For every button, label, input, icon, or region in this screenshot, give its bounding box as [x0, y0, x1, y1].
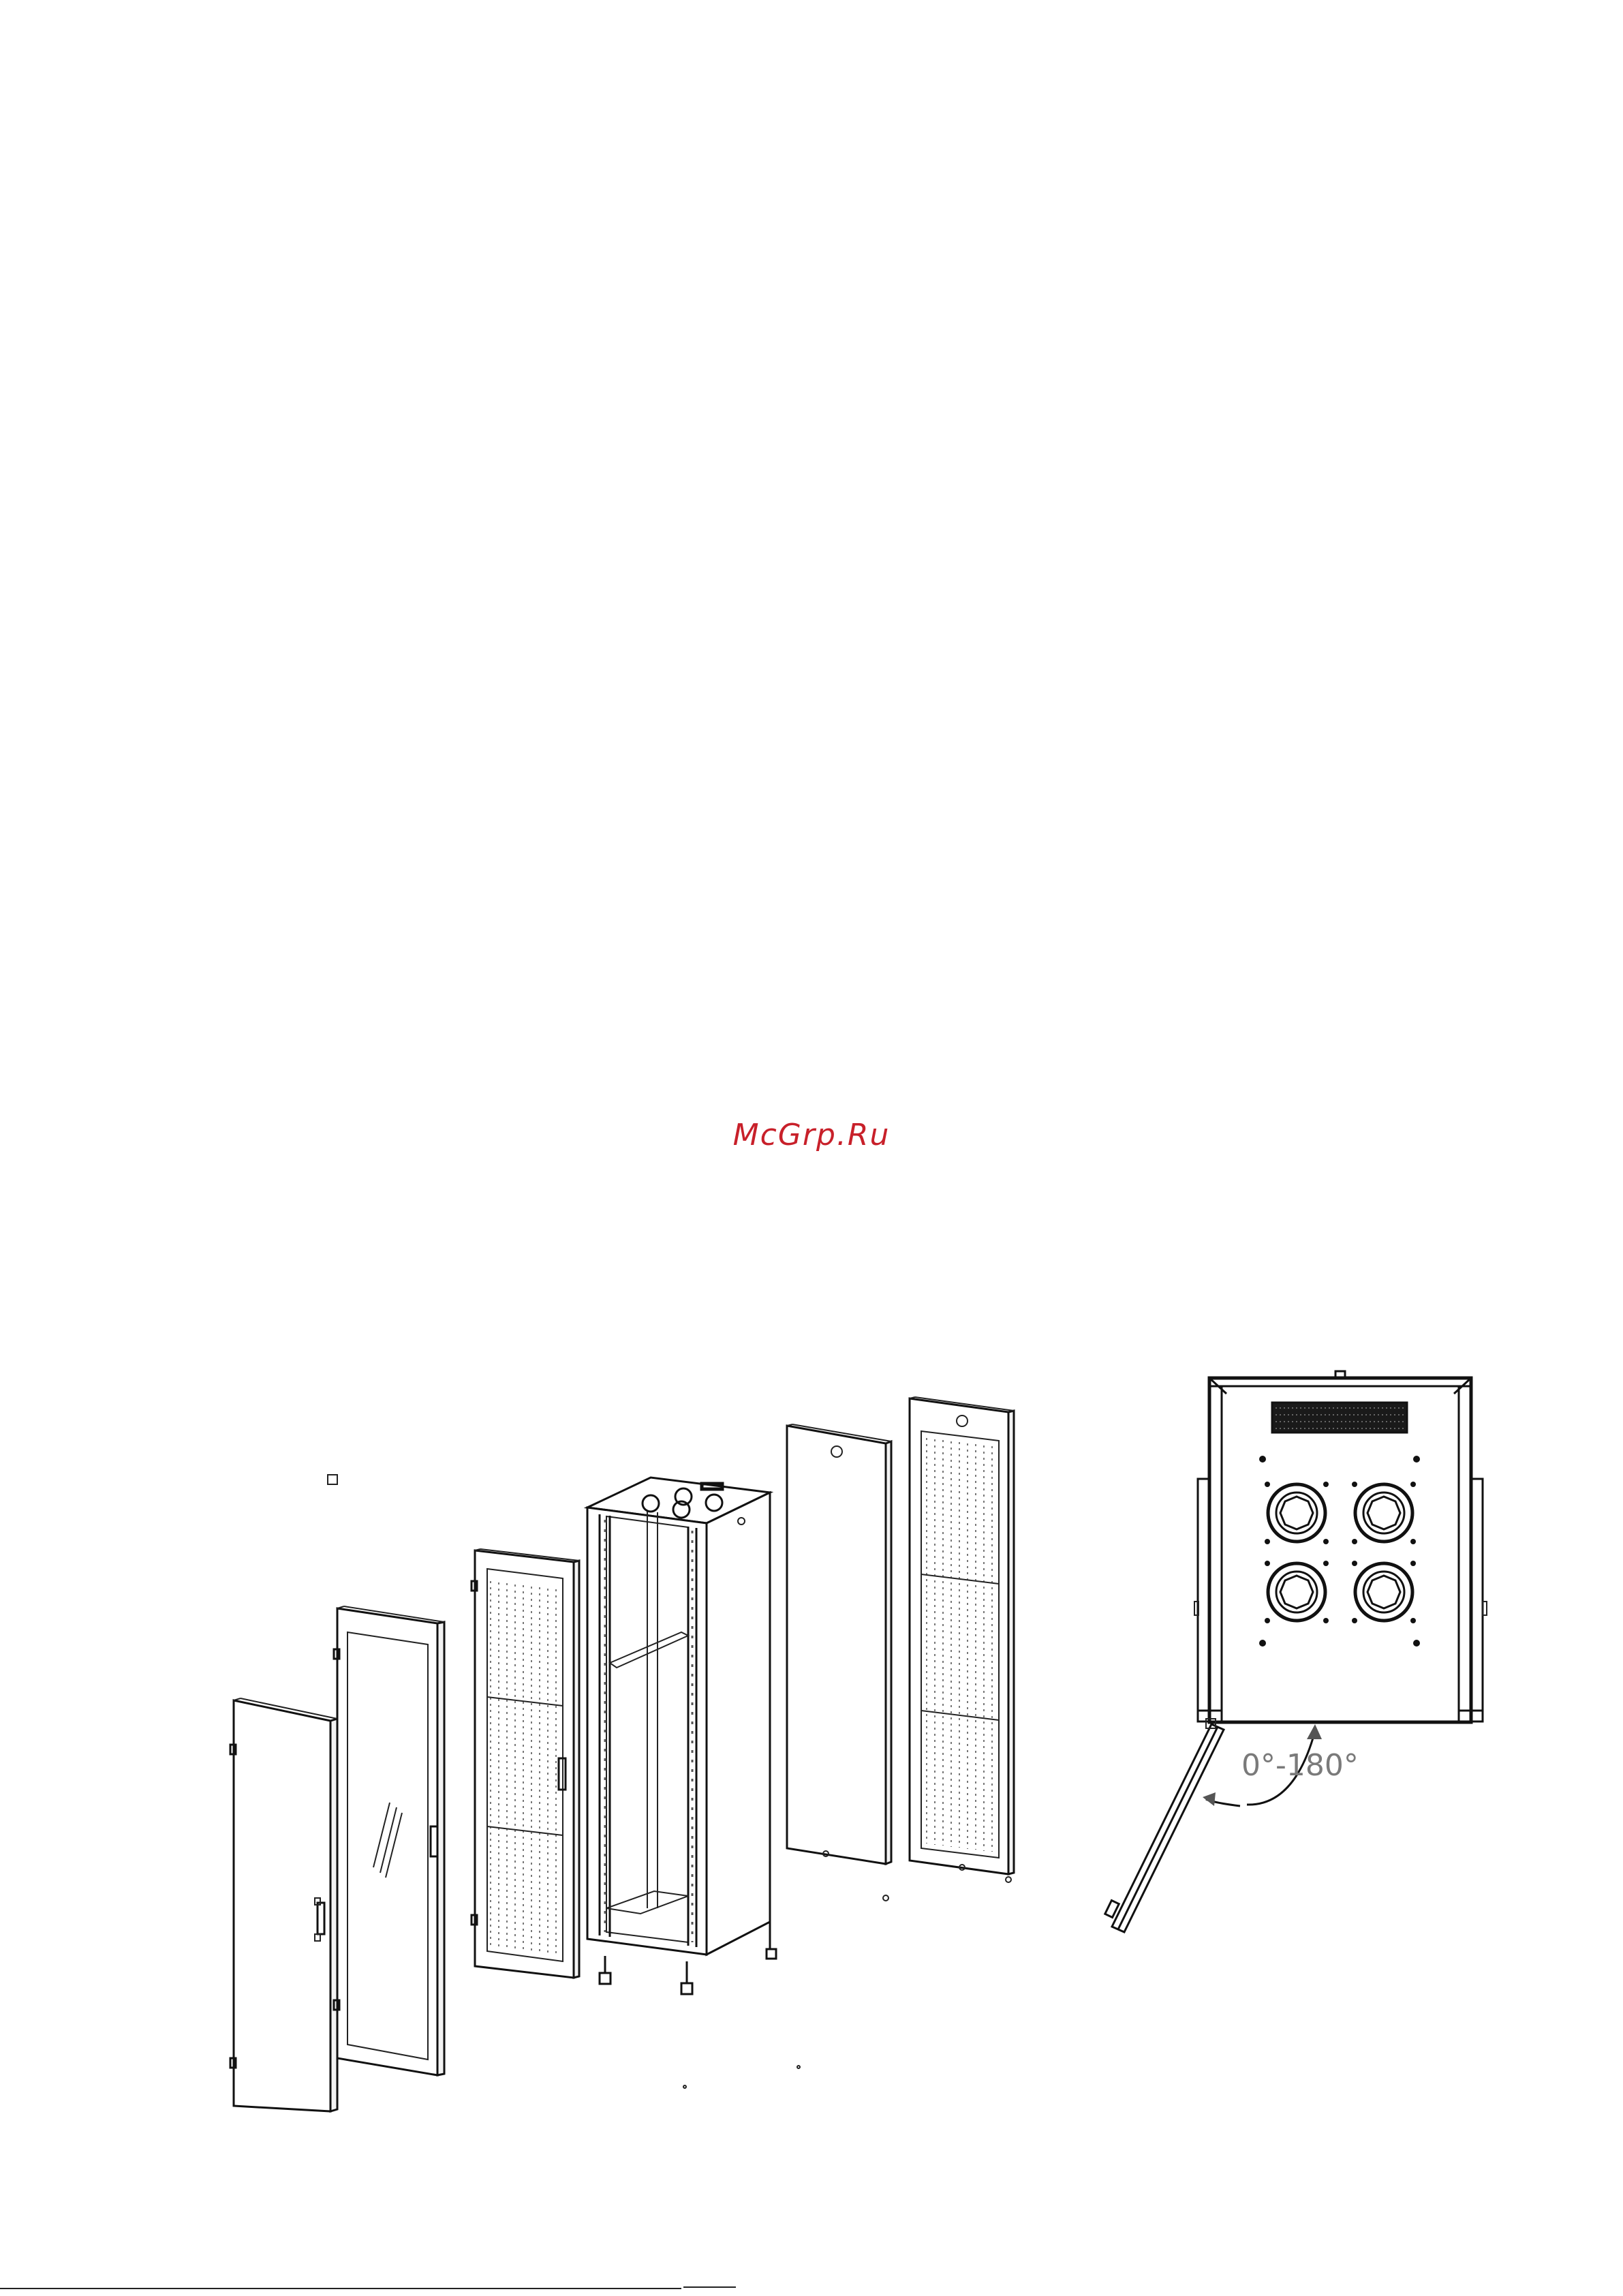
- cabinet-top-view: 0°-180°: [1105, 1371, 1487, 1932]
- solid-front-door: [230, 1698, 337, 2111]
- fan: [1265, 1482, 1329, 1544]
- small-square-marker: [328, 1475, 337, 1484]
- angle-label: 0°-180°: [1241, 1748, 1359, 1783]
- perforated-front-door: [472, 1549, 579, 1978]
- fan: [1352, 1561, 1416, 1623]
- solid-side-panel: [787, 1424, 891, 1901]
- rack-frame: [587, 1478, 776, 1994]
- swinging-door: [1105, 1719, 1224, 1932]
- glass-front-door: [334, 1606, 444, 2075]
- perforated-rear-door: [910, 1397, 1014, 1882]
- fan: [1265, 1561, 1329, 1623]
- fan: [1352, 1482, 1416, 1544]
